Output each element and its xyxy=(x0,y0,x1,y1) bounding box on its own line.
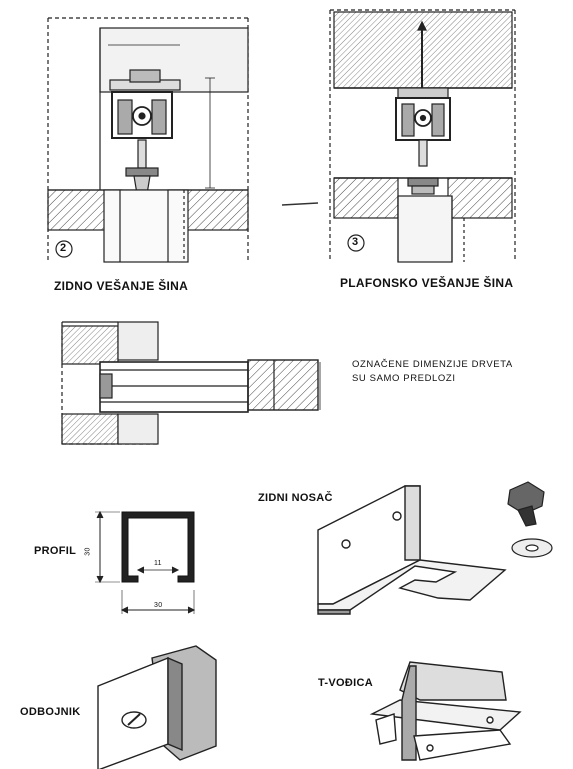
profile-drawing xyxy=(95,510,196,614)
t-guide-label: T-VOĐICA xyxy=(318,677,373,689)
dimension-note-line-1: OZNAČENE DIMENZIJE DRVETA xyxy=(352,359,513,370)
bolt-and-washer xyxy=(507,481,553,558)
bumper-drawing xyxy=(97,645,217,769)
figure-number-wall-mount: 2 xyxy=(60,242,67,254)
profile-slot-dimension: 11 xyxy=(154,560,162,567)
profile-width-dimension: 30 xyxy=(152,602,165,609)
ceiling-mount-caption: PLAFONSKO VEŠANJE ŠINA xyxy=(340,276,514,290)
wall-mount-caption: ZIDNO VEŠANJE ŠINA xyxy=(54,279,189,293)
dimension-note-line-2: SU SAMO PREDLOZI xyxy=(352,373,456,384)
bumper-label: ODBOJNIK xyxy=(20,706,81,718)
dimension-note: OZNAČENE DIMENZIJE DRVETA SU SAMO PREDLO… xyxy=(352,358,513,386)
wall-bracket-label: ZIDNI NOSAČ xyxy=(258,492,333,504)
side-section-drawing xyxy=(61,321,321,445)
t-guide-drawing xyxy=(369,661,522,761)
figure-number-ceiling-mount: 3 xyxy=(352,236,359,248)
profile-label: PROFIL xyxy=(34,545,77,557)
transition-arrow xyxy=(281,202,319,206)
profile-height-dimension: 30 xyxy=(84,547,92,556)
wall-bracket-drawing xyxy=(317,485,507,615)
wall-mount-drawing xyxy=(47,17,249,263)
ceiling-mount-drawing xyxy=(329,9,516,263)
